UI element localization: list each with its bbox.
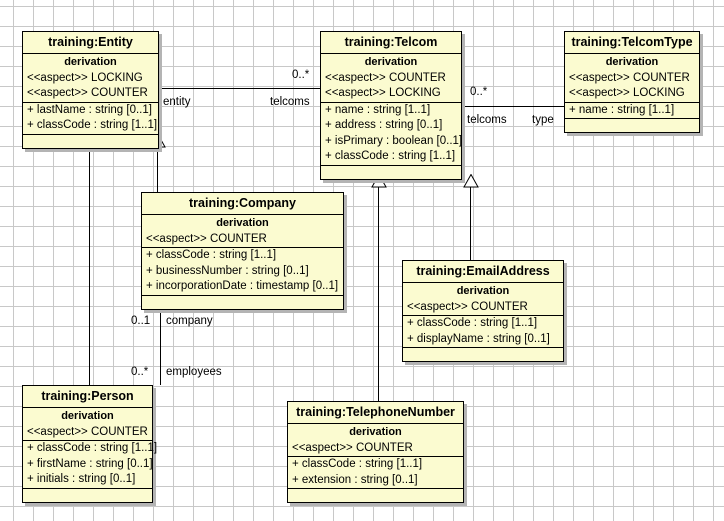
association-telcom-telcomtype-target-role: type bbox=[532, 114, 554, 126]
class-stereotype-entity-1: <<aspect>> COUNTER bbox=[27, 87, 148, 99]
class-attributes-telephonenumber: + classCode : string [1..1] + extension … bbox=[288, 457, 463, 489]
association-company-person-source-multiplicity: 0..1 bbox=[131, 315, 151, 327]
class-attribute-company-1: + businessNumber : string [0..1] bbox=[146, 264, 309, 277]
class-stereotype-company-0: <<aspect>> COUNTER bbox=[146, 232, 267, 245]
class-attribute-entity-0: + lastName : string [0..1] bbox=[27, 103, 152, 116]
class-name-telcomtype: training:TelcomType bbox=[565, 32, 699, 54]
association-telcom-telcomtype-source-role: telcoms bbox=[467, 114, 507, 126]
class-derivation-label-person: derivation bbox=[61, 409, 114, 422]
class-box-emailaddress[interactable]: training:EmailAddress derivation <<aspec… bbox=[402, 260, 564, 362]
class-operations-telephonenumber bbox=[288, 489, 463, 502]
class-stereotype-section-company: derivation <<aspect>> COUNTER bbox=[142, 215, 343, 248]
class-name-emailaddress: training:EmailAddress bbox=[403, 261, 563, 283]
class-attribute-person-0: + classCode : string [1..1] bbox=[27, 442, 158, 454]
class-derivation-label-telcom: derivation bbox=[364, 55, 418, 68]
class-stereotype-telcom-1: <<aspect>> LOCKING bbox=[325, 87, 441, 99]
generalization-person-entity-line[interactable] bbox=[89, 146, 90, 393]
class-stereotype-section-telcomtype: derivation <<aspect>> COUNTER <<aspect>>… bbox=[565, 54, 699, 103]
class-stereotype-section-telcom: derivation <<aspect>> COUNTER <<aspect>>… bbox=[321, 54, 461, 103]
class-attribute-entity-1: + classCode : string [1..1] bbox=[27, 119, 158, 131]
class-attribute-person-1: + firstName : string [0..1] bbox=[27, 457, 153, 470]
class-name-company: training:Company bbox=[142, 193, 343, 215]
class-operations-company bbox=[142, 296, 343, 309]
association-entity-telcom-target-multiplicity: 0..* bbox=[292, 69, 310, 81]
class-operations-emailaddress bbox=[403, 348, 563, 361]
class-attribute-telcom-0: + name : string [1..1] bbox=[325, 103, 431, 116]
class-attribute-telephonenumber-1: + extension : string [0..1] bbox=[292, 473, 418, 486]
class-stereotype-section-person: derivation <<aspect>> COUNTER bbox=[23, 408, 152, 441]
class-stereotype-emailaddress-0: <<aspect>> COUNTER bbox=[407, 300, 528, 313]
class-attribute-company-0: + classCode : string [1..1] bbox=[146, 249, 277, 261]
association-company-person-target-multiplicity: 0..* bbox=[131, 366, 149, 378]
class-attribute-telcom-3: + classCode : string [1..1] bbox=[325, 150, 456, 162]
association-telcom-telcomtype-line[interactable] bbox=[462, 106, 565, 107]
class-stereotype-telcom-0: <<aspect>> COUNTER bbox=[325, 71, 446, 84]
association-company-person-line[interactable] bbox=[160, 300, 161, 385]
class-derivation-label-company: derivation bbox=[216, 216, 269, 229]
class-attributes-emailaddress: + classCode : string [1..1] + displayNam… bbox=[403, 316, 563, 348]
association-entity-telcom-source-role: entity bbox=[163, 96, 191, 108]
class-attributes-entity: + lastName : string [0..1] + classCode :… bbox=[23, 103, 158, 135]
class-operations-person bbox=[23, 489, 152, 502]
class-derivation-label-entity: derivation bbox=[64, 55, 117, 68]
class-attributes-telcomtype: + name : string [1..1] bbox=[565, 103, 699, 119]
class-box-telephonenumber[interactable]: training:TelephoneNumber derivation <<as… bbox=[287, 401, 464, 503]
class-operations-telcomtype bbox=[565, 119, 699, 132]
class-stereotype-entity-0: <<aspect>> LOCKING bbox=[27, 71, 143, 84]
class-attribute-telcom-1: + address : string [0..1] bbox=[325, 119, 443, 131]
class-attribute-emailaddress-1: + displayName : string [0..1] bbox=[407, 332, 550, 345]
class-attribute-person-2: + initials : string [0..1] bbox=[27, 473, 136, 485]
class-name-entity: training:Entity bbox=[23, 32, 158, 54]
class-attributes-telcom: + name : string [1..1] + address : strin… bbox=[321, 103, 463, 166]
class-box-person[interactable]: training:Person derivation <<aspect>> CO… bbox=[22, 385, 158, 503]
class-attribute-emailaddress-0: + classCode : string [1..1] bbox=[407, 317, 538, 329]
association-telcom-telcomtype-source-multiplicity: 0..* bbox=[470, 86, 488, 98]
class-stereotype-section-telephonenumber: derivation <<aspect>> COUNTER bbox=[288, 424, 463, 457]
class-operations-telcom bbox=[321, 166, 461, 179]
class-derivation-label-emailaddress: derivation bbox=[456, 284, 510, 297]
class-box-telcomtype[interactable]: training:TelcomType derivation <<aspect>… bbox=[564, 31, 700, 133]
class-stereotype-telcomtype-0: <<aspect>> COUNTER bbox=[569, 71, 690, 84]
class-attribute-telcom-2: + isPrimary : boolean [0..1] bbox=[325, 134, 463, 147]
class-attribute-company-2: + incorporationDate : timestamp [0..1] bbox=[146, 280, 339, 292]
class-stereotype-section-entity: derivation <<aspect>> LOCKING <<aspect>>… bbox=[23, 54, 158, 103]
class-box-company[interactable]: training:Company derivation <<aspect>> C… bbox=[141, 192, 344, 310]
class-derivation-label-telcomtype: derivation bbox=[605, 55, 659, 68]
association-company-person-target-role: employees bbox=[166, 366, 222, 378]
class-stereotype-telephonenumber-0: <<aspect>> COUNTER bbox=[292, 441, 413, 454]
class-name-telephonenumber: training:TelephoneNumber bbox=[288, 402, 463, 424]
class-operations-entity bbox=[23, 135, 158, 148]
class-attribute-telephonenumber-0: + classCode : string [1..1] bbox=[292, 458, 423, 470]
class-stereotype-section-emailaddress: derivation <<aspect>> COUNTER bbox=[403, 283, 563, 316]
class-derivation-label-telephonenumber: derivation bbox=[349, 425, 402, 438]
association-company-person-source-role: company bbox=[166, 315, 213, 327]
class-attribute-telcomtype-0: + name : string [1..1] bbox=[569, 103, 675, 116]
association-entity-telcom-line[interactable] bbox=[160, 88, 320, 89]
class-stereotype-person-0: <<aspect>> COUNTER bbox=[27, 425, 148, 438]
class-stereotype-telcomtype-1: <<aspect>> LOCKING bbox=[569, 87, 685, 99]
class-attributes-person: + classCode : string [1..1] + firstName … bbox=[23, 441, 158, 489]
association-entity-telcom-target-role: telcoms bbox=[270, 96, 310, 108]
generalization-emailaddress-telcom-line[interactable] bbox=[470, 186, 471, 261]
class-box-entity[interactable]: training:Entity derivation <<aspect>> LO… bbox=[22, 31, 159, 149]
generalization-telephonenumber-telcom-line[interactable] bbox=[378, 186, 379, 401]
class-attributes-company: + classCode : string [1..1] + businessNu… bbox=[142, 248, 343, 296]
class-name-telcom: training:Telcom bbox=[321, 32, 461, 54]
class-name-person: training:Person bbox=[23, 386, 152, 408]
class-box-telcom[interactable]: training:Telcom derivation <<aspect>> CO… bbox=[320, 31, 462, 180]
generalization-company-entity-line[interactable] bbox=[157, 146, 158, 193]
